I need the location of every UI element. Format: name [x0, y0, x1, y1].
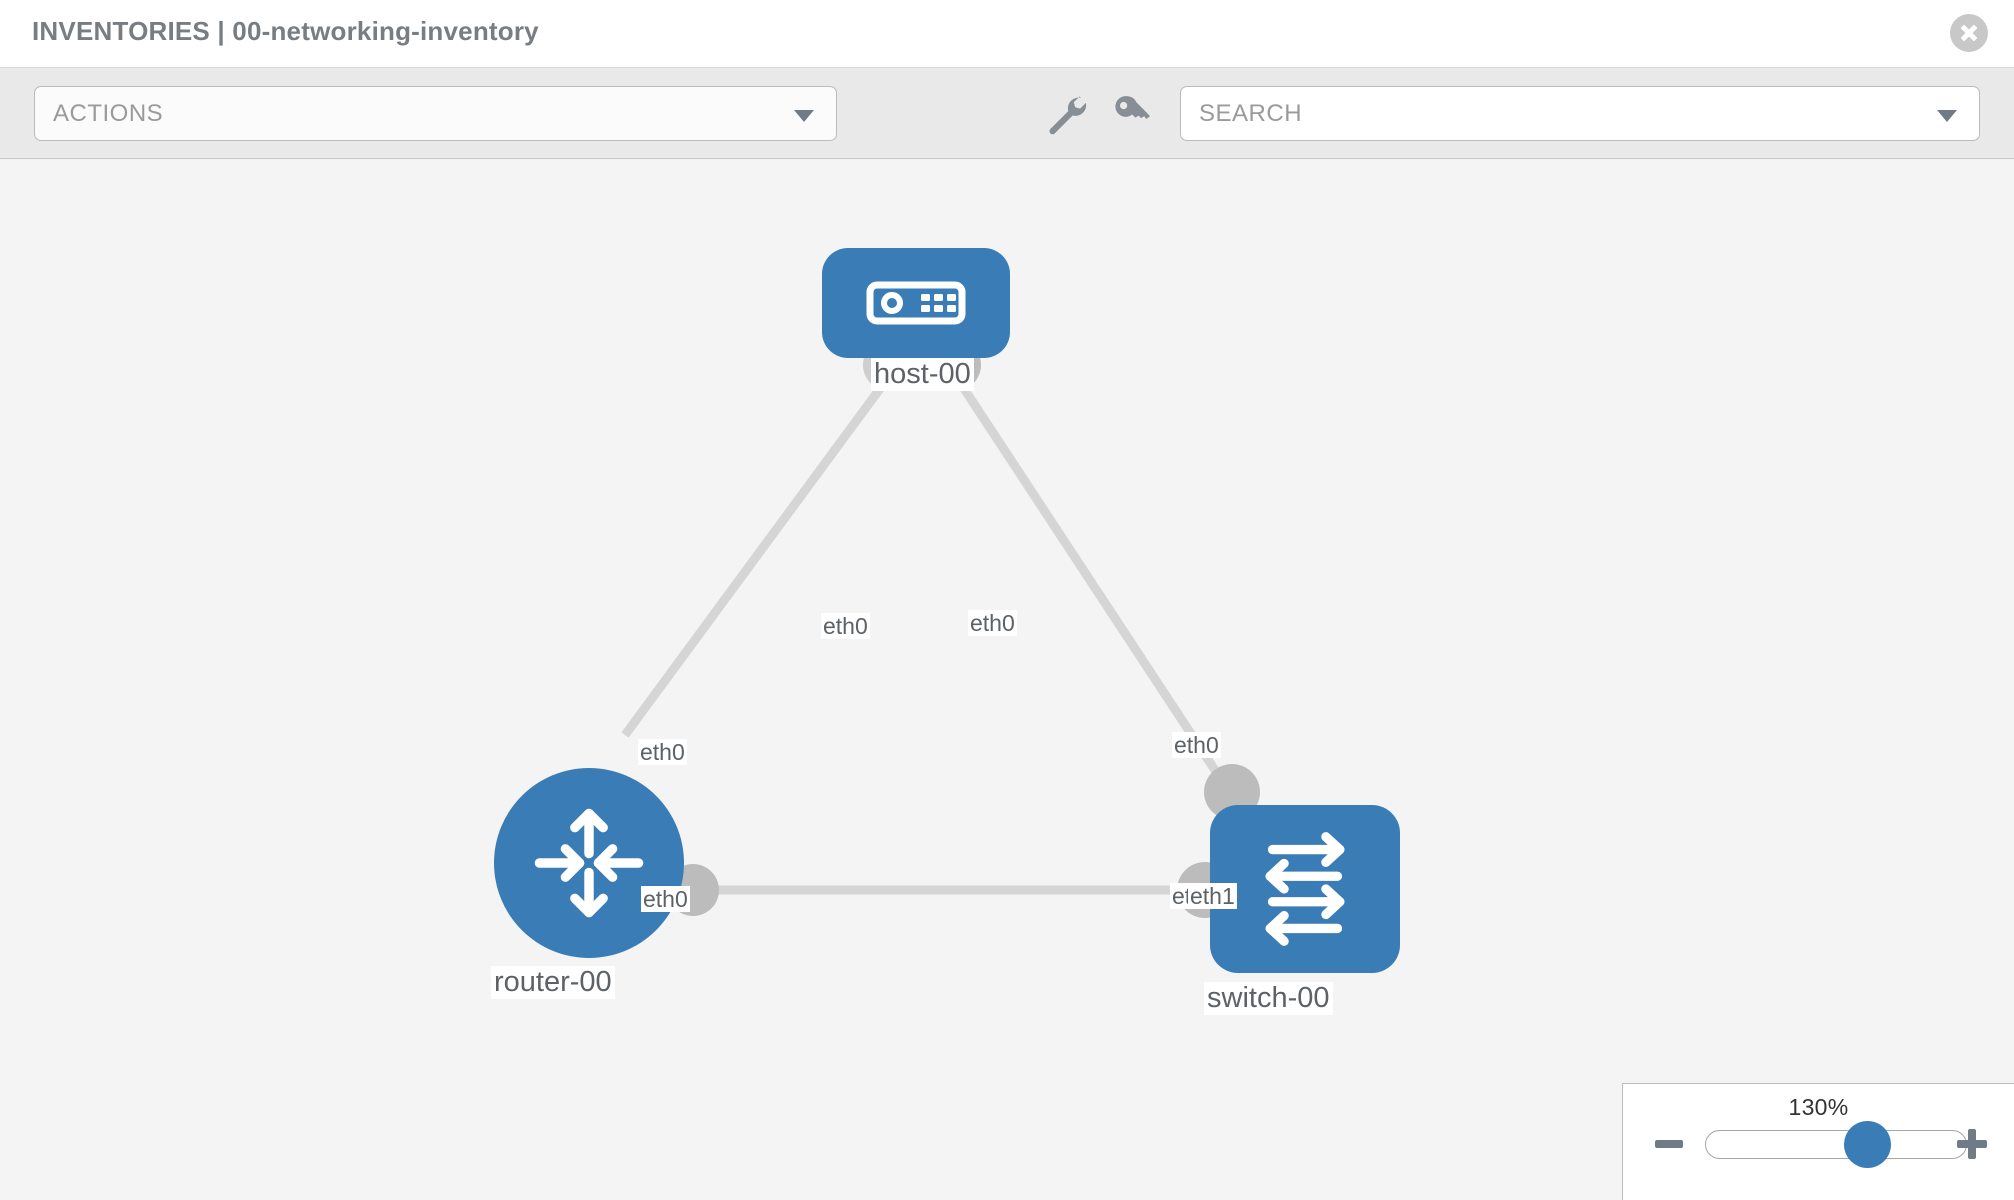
node-router-00-label: router-00 — [491, 966, 615, 1000]
search-input[interactable] — [1199, 87, 1899, 140]
port-label-switch00-uplink-eth0: eth0 — [1172, 732, 1221, 759]
actions-dropdown[interactable]: ACTIONS — [34, 86, 837, 141]
switch-arrows-icon — [1265, 832, 1345, 946]
zoom-control-panel: 130% — [1622, 1083, 2014, 1200]
port-label-host00-eth0-left: eth0 — [821, 613, 870, 640]
port-label-host00-eth0-right: eth0 — [968, 610, 1017, 637]
zoom-level-value: 130% — [1788, 1094, 1849, 1120]
zoom-out-button[interactable] — [1655, 1140, 1683, 1148]
topology-canvas[interactable]: host-00 eth0 eth0 — [0, 160, 2014, 1200]
node-host-00-shape[interactable] — [822, 248, 1010, 358]
link-host00-switch00[interactable] — [951, 372, 1232, 793]
close-icon[interactable] — [1950, 14, 1988, 52]
toolbar: ACTIONS — [0, 68, 2014, 159]
zoom-slider-thumb[interactable] — [1843, 1121, 1891, 1168]
node-switch-00-label: switch-00 — [1204, 982, 1333, 1016]
node-router-00-shape[interactable] — [494, 768, 684, 958]
search-box[interactable] — [1180, 86, 1980, 141]
link-host00-router00[interactable] — [621, 372, 894, 738]
zoom-slider-track[interactable] — [1705, 1130, 1967, 1159]
page-header: INVENTORIES | 00-networking-inventory — [0, 0, 2014, 68]
wrench-icon[interactable] — [1042, 90, 1088, 136]
key-icon[interactable] — [1110, 90, 1156, 136]
page-title: INVENTORIES | 00-networking-inventory — [32, 16, 539, 46]
actions-dropdown-label: ACTIONS — [53, 99, 164, 127]
chevron-down-icon — [794, 109, 814, 122]
port-label-router00-uplink-eth0: eth0 — [638, 739, 687, 766]
server-icon — [866, 281, 966, 325]
port-label-router00-eth0: eth0 — [641, 886, 690, 913]
node-host-00-label: host-00 — [871, 358, 974, 392]
zoom-in-button[interactable] — [1956, 1128, 1988, 1160]
chevron-down-icon[interactable] — [1937, 109, 1957, 122]
node-switch-00-shape[interactable] — [1210, 805, 1400, 973]
port-label-switch00-eth1: eth1 — [1188, 883, 1237, 910]
router-arrows-icon — [534, 808, 644, 918]
